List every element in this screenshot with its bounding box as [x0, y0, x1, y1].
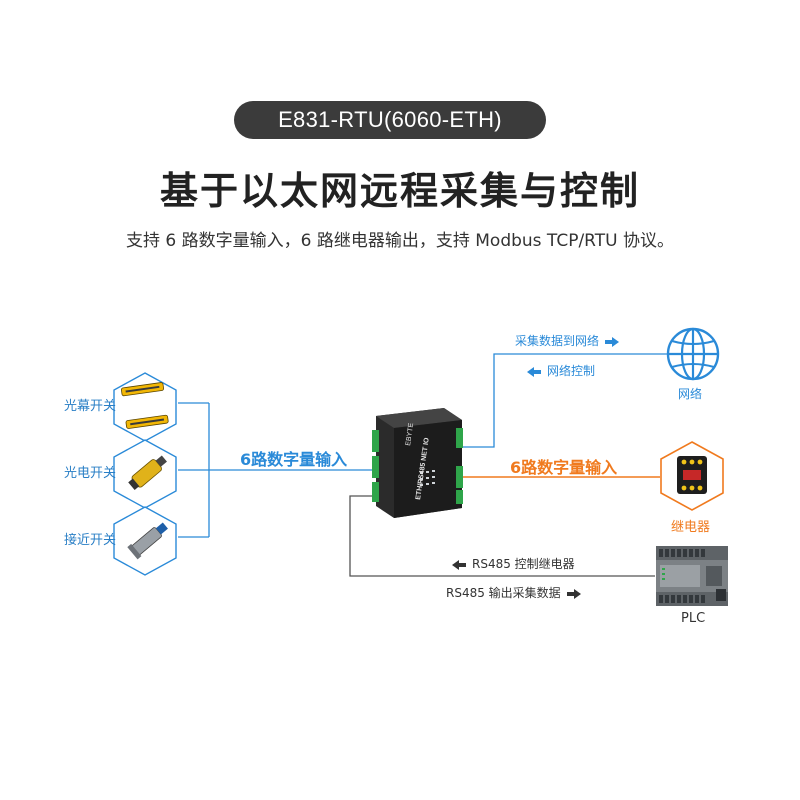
network-control-label: 网络控制: [527, 362, 595, 379]
plc-node-label: PLC: [681, 611, 706, 626]
relay-link-label: 6路数字量输入: [510, 458, 618, 477]
arrow-right-icon: [603, 334, 620, 348]
sensor-label-photoelectric: 光电开关: [64, 466, 117, 481]
relay-node: [660, 441, 724, 511]
relay-icon: [677, 456, 707, 494]
photoelectric-sensor: [113, 439, 177, 509]
arrow-right-icon: [565, 586, 581, 600]
network-connector: [463, 353, 667, 448]
proximity-icon: [127, 522, 168, 560]
plc-control-label: RS485 控制继电器: [452, 555, 575, 572]
page-title: 基于以太网远程采集与控制: [159, 169, 640, 213]
network-upload-label: 采集数据到网络: [515, 332, 620, 349]
device-brand: EBYTE: [405, 422, 415, 446]
sensor-label-proximity: 接近开关: [64, 533, 117, 548]
light-curtain-sensor: [113, 372, 177, 442]
globe-icon: [666, 327, 720, 381]
io-device: EBYTE ETH/RS485 NET IO: [372, 408, 463, 518]
model-badge: E831-RTU(6060-ETH): [234, 101, 546, 139]
input-link-label: 6路数字量输入: [240, 450, 348, 469]
photoelectric-icon: [128, 455, 167, 491]
network-node-label: 网络: [678, 387, 703, 401]
plc-icon: [656, 546, 728, 606]
sensor-label-light-curtain: 光幕开关: [64, 399, 117, 414]
page-subtitle: 支持 6 路数字量输入，6 路继电器输出，支持 Modbus TCP/RTU 协…: [126, 231, 674, 251]
arrow-left-icon: [452, 557, 468, 571]
light-curtain-icon: [121, 382, 169, 429]
plc-connector: [349, 495, 655, 577]
arrow-left-icon: [527, 364, 543, 378]
input-connectors: [178, 402, 377, 538]
relay-node-label: 继电器: [671, 520, 711, 535]
plc-output-label: RS485 输出采集数据: [446, 584, 581, 601]
proximity-sensor: [113, 506, 177, 576]
